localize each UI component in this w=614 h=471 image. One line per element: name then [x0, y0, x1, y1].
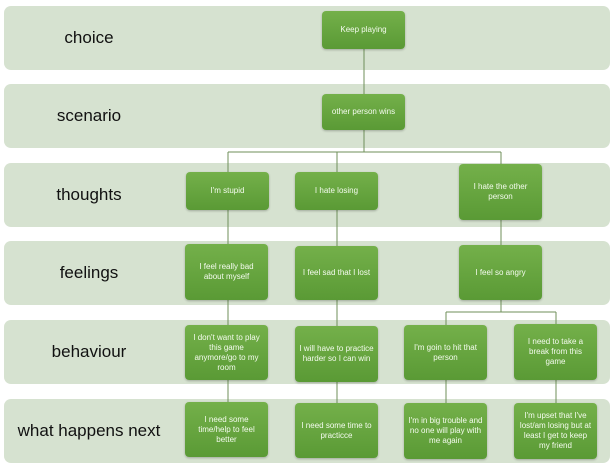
node-behaviour: I'm goin to hit that person [404, 325, 487, 380]
node-outcome: I need some time to practicce [295, 403, 378, 458]
connector [227, 130, 502, 172]
row-label: thoughts [56, 185, 122, 204]
connector [227, 380, 557, 403]
row-scenario: scenario [4, 84, 610, 148]
row-label: what happens next [17, 421, 161, 440]
connector [445, 300, 557, 325]
connector [227, 210, 502, 246]
node-behaviour: I don't want to play this game anymore/g… [185, 325, 268, 380]
node-keep-playing: Keep playing [322, 11, 405, 49]
node-behaviour: I need to take a break from this game [514, 324, 597, 380]
node-outcome: I need some time/help to feel better [185, 402, 268, 457]
node-other-person-wins: other person wins [322, 94, 405, 130]
row-label: choice [64, 28, 114, 47]
node-feeling: I feel so angry [459, 245, 542, 300]
node-thought: I hate losing [295, 172, 378, 210]
node-outcome: I'm upset that I've lost/am losing but a… [514, 403, 597, 459]
node-thought: I'm stupid [186, 172, 269, 210]
row-choice: choice [4, 6, 610, 70]
node-feeling: I feel sad that I lost [295, 246, 378, 300]
connector [227, 300, 338, 326]
row-label: scenario [56, 106, 122, 125]
node-feeling: I feel really bad about myself [185, 244, 268, 300]
node-behaviour: I will have to practice harder so I can … [295, 326, 378, 382]
row-label: feelings [59, 263, 119, 282]
node-outcome: I'm in big trouble and no one will play … [404, 403, 487, 459]
node-thought: I hate the other person [459, 164, 542, 220]
row-label: behaviour [51, 342, 127, 361]
